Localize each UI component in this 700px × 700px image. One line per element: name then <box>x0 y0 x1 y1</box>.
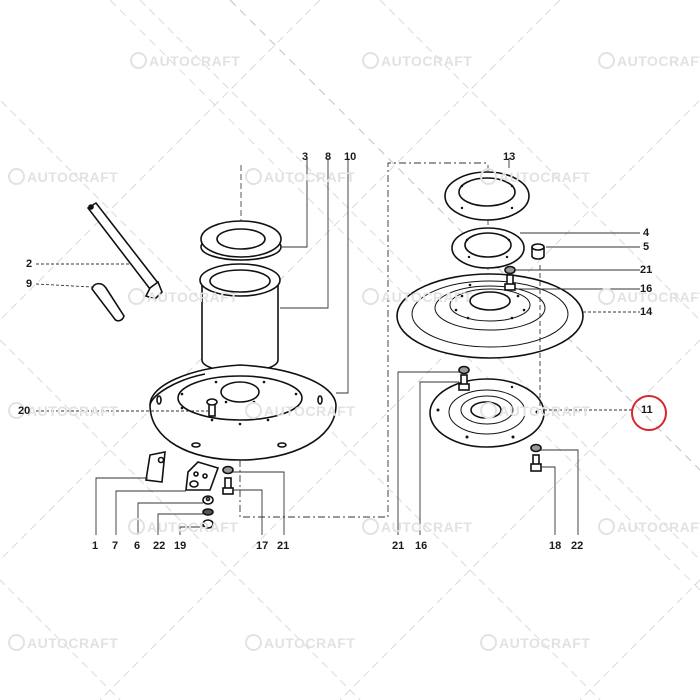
part-label-19[interactable]: 19 <box>174 540 187 552</box>
part-label-6[interactable]: 6 <box>134 540 141 552</box>
part-20-bolt[interactable] <box>206 398 218 417</box>
watermark-ring-icon <box>598 288 615 305</box>
watermark-logo: AUTOCRAFT <box>245 402 355 419</box>
part-3-ring[interactable] <box>200 220 282 261</box>
left-assembly <box>86 165 337 529</box>
watermark-ring-icon <box>8 402 25 419</box>
watermark-ring-icon <box>130 52 147 69</box>
part-label-4[interactable]: 4 <box>643 227 650 239</box>
part-5-cap[interactable] <box>531 243 545 260</box>
part-7-bracket[interactable] <box>185 461 220 491</box>
right-assembly <box>396 165 584 472</box>
part-8-sleeve[interactable] <box>199 263 281 373</box>
part-label-21[interactable]: 21 <box>392 540 405 552</box>
watermark-ring-icon <box>480 168 497 185</box>
watermark-logo: AUTOCRAFT <box>598 288 700 305</box>
part-1-blade[interactable] <box>145 451 166 483</box>
part-4-ring[interactable] <box>451 227 525 269</box>
part-label-7[interactable]: 7 <box>112 540 119 552</box>
part-label-9[interactable]: 9 <box>26 278 33 290</box>
watermark-ring-icon <box>245 168 262 185</box>
part-label-10[interactable]: 10 <box>344 151 357 163</box>
watermark-ring-icon <box>480 402 497 419</box>
part-21-washer-right-top[interactable] <box>504 265 516 275</box>
watermark-logo: AUTOCRAFT <box>480 634 590 651</box>
watermark-logo: AUTOCRAFT <box>128 288 238 305</box>
part-label-1[interactable]: 1 <box>92 540 99 552</box>
part-16-bolt-right-top[interactable] <box>504 274 516 291</box>
part-21-washer-left[interactable] <box>222 465 234 475</box>
watermark-ring-icon <box>362 288 379 305</box>
part-label-8[interactable]: 8 <box>325 151 332 163</box>
watermark-logo: AUTOCRAFT <box>362 52 472 69</box>
watermark-logo: AUTOCRAFT <box>8 168 118 185</box>
watermark-grid-dark <box>109 0 700 591</box>
watermark-logo: AUTOCRAFT <box>130 52 240 69</box>
watermark-logo: AUTOCRAFT <box>480 168 590 185</box>
part-22-washer[interactable] <box>202 508 214 516</box>
part-10-disc[interactable] <box>149 364 337 461</box>
watermark-logo: AUTOCRAFT <box>128 518 238 535</box>
part-label-17[interactable]: 17 <box>256 540 269 552</box>
part-label-20[interactable]: 20 <box>18 405 31 417</box>
part-label-2[interactable]: 2 <box>26 258 33 270</box>
watermark-logo: AUTOCRAFT <box>598 52 700 69</box>
part-label-18[interactable]: 18 <box>549 540 562 552</box>
part-label-14[interactable]: 14 <box>640 306 653 318</box>
part-17-bolt[interactable] <box>222 477 234 495</box>
watermark-ring-icon <box>598 518 615 535</box>
part-22-washer-right[interactable] <box>530 443 542 453</box>
watermark-ring-icon <box>362 52 379 69</box>
part-label-21[interactable]: 21 <box>277 540 290 552</box>
part-19-nut[interactable] <box>202 519 214 529</box>
part-6-nut[interactable] <box>202 495 214 505</box>
part-16-bolt-right[interactable] <box>458 374 470 391</box>
part-label-21[interactable]: 21 <box>640 264 653 276</box>
watermark-ring-icon <box>128 288 145 305</box>
part-13-ring[interactable] <box>444 171 530 221</box>
watermark-logo: AUTOCRAFT <box>598 518 700 535</box>
watermark-ring-icon <box>598 52 615 69</box>
watermark-ring-icon <box>8 168 25 185</box>
watermark-ring-icon <box>128 518 145 535</box>
watermark-ring-icon <box>245 634 262 651</box>
part-label-22[interactable]: 22 <box>153 540 166 552</box>
part-label-16[interactable]: 16 <box>640 283 653 295</box>
part-label-3[interactable]: 3 <box>302 151 309 163</box>
watermark-logo: AUTOCRAFT <box>8 402 118 419</box>
watermark-logo: AUTOCRAFT <box>245 168 355 185</box>
right-leader-lines <box>397 158 640 535</box>
watermark-logo: AUTOCRAFT <box>480 402 590 419</box>
watermark-logo: AUTOCRAFT <box>362 518 472 535</box>
watermark-ring-icon <box>245 402 262 419</box>
watermark-ring-icon <box>8 634 25 651</box>
watermark-ring-icon <box>362 518 379 535</box>
watermark-ring-icon <box>480 634 497 651</box>
part-18-bolt[interactable] <box>530 454 542 472</box>
part-label-22[interactable]: 22 <box>571 540 584 552</box>
part-label-5[interactable]: 5 <box>643 241 650 253</box>
part-label-13[interactable]: 13 <box>503 151 516 163</box>
part-21-washer-right[interactable] <box>458 365 470 375</box>
watermark-logo: AUTOCRAFT <box>245 634 355 651</box>
part-2-lever[interactable] <box>86 201 163 300</box>
highlight-circle-part-11 <box>631 395 667 431</box>
part-9-pin[interactable] <box>91 282 125 322</box>
watermark-logo: AUTOCRAFT <box>8 634 118 651</box>
part-label-16[interactable]: 16 <box>415 540 428 552</box>
watermark-logo: AUTOCRAFT <box>362 288 472 305</box>
part-14-disc[interactable] <box>396 273 584 359</box>
left-leader-lines <box>35 158 488 535</box>
